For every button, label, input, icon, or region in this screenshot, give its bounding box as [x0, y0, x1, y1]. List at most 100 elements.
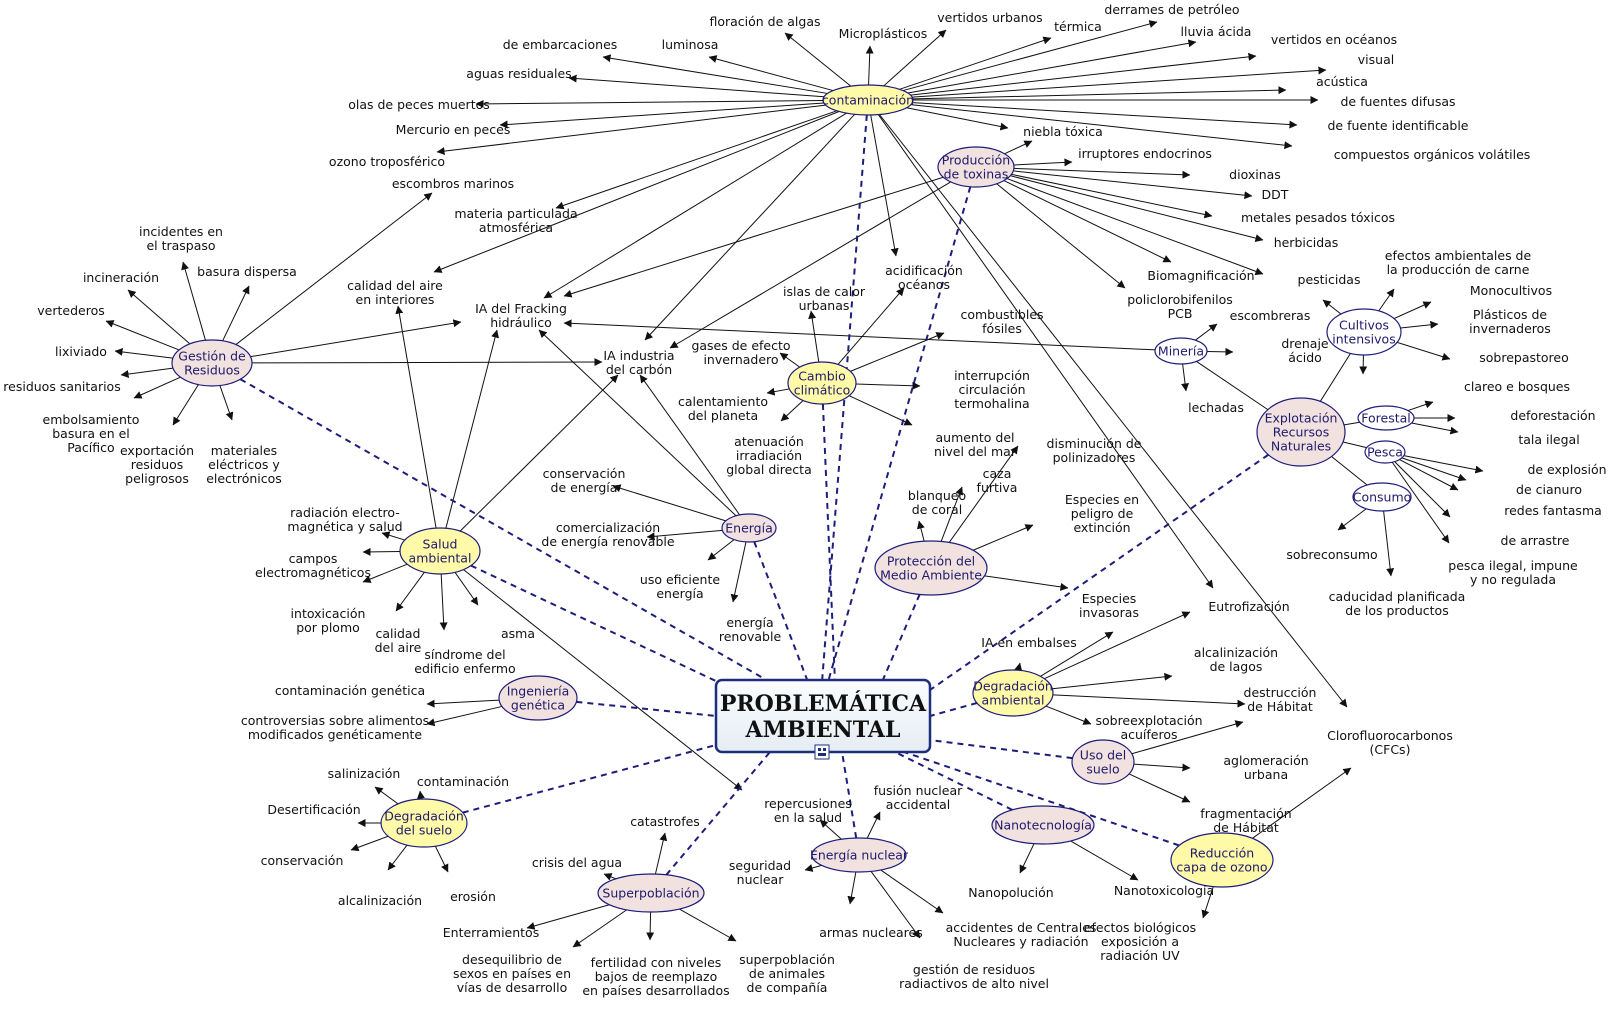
- label-salinizacion-line-1: salinización: [328, 766, 401, 781]
- node-nuclear[interactable]: Energía nuclear: [810, 837, 909, 873]
- node-cultivos-label-line-2: intensivos: [1332, 332, 1395, 347]
- label-niebla-line-1: niebla tóxica: [1023, 124, 1103, 139]
- label-incineracion-line-1: incineración: [83, 270, 159, 285]
- arrow-contaminacion-to-niebla: [906, 107, 1009, 131]
- arrow-nuclear-to-armas: [847, 871, 857, 905]
- label-plasticos_inv-line-1: Plásticos de: [1473, 307, 1547, 322]
- arrow-gestion-to-vertederos: [105, 320, 180, 351]
- arrow-contaminacion-to-eutrofizacion: [877, 114, 1214, 589]
- label-blanqueo-line-1: blanqueo: [908, 488, 966, 503]
- node-mineria[interactable]: Minería: [1154, 337, 1208, 365]
- arrow-salud-to-intoxicacion: [362, 563, 408, 583]
- label-cont_genetica-line-1: contaminación genética: [275, 683, 425, 698]
- label-materia-line-1: materia particulada: [454, 206, 577, 221]
- arrow-proteccion-to-invasoras: [984, 575, 1069, 591]
- label-atenuacion-line-1: atenuación: [734, 434, 804, 449]
- node-forestal[interactable]: Forestal: [1357, 405, 1415, 431]
- arrow-superpob-to-fertilidad: [646, 911, 655, 941]
- label-sobreconsumo-line-1: sobreconsumo: [1286, 547, 1377, 562]
- label-caza-line-2: furtiva: [977, 480, 1018, 495]
- root-node[interactable]: PROBLEMÁTICA AMBIENTAL: [714, 678, 932, 760]
- arrow-cultivos-to-carne: [1378, 288, 1395, 312]
- node-usosuelo-shape: [1071, 739, 1135, 785]
- arrow-contaminacion-to-acidificacion: [870, 114, 899, 257]
- label-sobrepastoreo: sobrepastoreo: [1479, 350, 1569, 365]
- map-icon[interactable]: [814, 744, 830, 760]
- node-contaminacion[interactable]: contaminación: [822, 84, 914, 116]
- arrow-contaminacion-to-fracking: [543, 112, 847, 299]
- label-repercusiones-line-1: repercusiones: [764, 796, 852, 811]
- label-basura: basura dispersa: [197, 264, 297, 279]
- arrow-contaminacion-to-aguas_residuales: [568, 74, 825, 98]
- label-islas-line-1: islas de calor: [783, 284, 866, 299]
- label-uv-line-1: efectos biológicos: [1084, 920, 1196, 935]
- arrow-gestion-to-exportacion: [172, 384, 199, 426]
- arrow-gestion-to-res_sanitarios: [120, 367, 174, 378]
- label-polinizadores-line-1: disminución de: [1047, 436, 1142, 451]
- label-tala: tala ilegal: [1518, 432, 1579, 447]
- node-consumo[interactable]: Consumo: [1352, 482, 1412, 512]
- label-lechadas: lechadas: [1188, 400, 1244, 415]
- label-difusas: de fuentes difusas: [1340, 94, 1455, 109]
- arrow-superpob-to-crisis_agua: [603, 873, 617, 881]
- arrow-degamb-to-sobreexplotacion: [1045, 705, 1092, 725]
- label-destruccion-line-2: de Hábitat: [1247, 699, 1313, 714]
- label-carbon-line-2: del carbón: [606, 362, 672, 377]
- node-gestion-label-line-2: Residuos: [184, 363, 240, 378]
- label-calidad_aire-line-2: del aire: [375, 640, 422, 655]
- node-pesca-label-line-1: Pesca: [1367, 445, 1403, 460]
- node-superpob[interactable]: Superpoblación: [597, 873, 705, 913]
- label-sobreexplotacion-line-1: sobreexplotación: [1095, 713, 1202, 728]
- label-lechadas-line-1: lechadas: [1188, 400, 1244, 415]
- label-materia-line-2: atmosférica: [479, 220, 553, 235]
- arrow-salud-to-fracking: [445, 329, 499, 529]
- node-nanotec[interactable]: Nanotecnología: [991, 805, 1095, 845]
- arrow-superpob-to-desequilibrio: [572, 909, 627, 948]
- node-gestion-shape: [171, 339, 253, 387]
- label-microplasticos-line-1: Microplásticos: [839, 26, 928, 41]
- root-title-line-2: AMBIENTAL: [745, 717, 901, 743]
- label-embolsamiento-line-1: embolsamiento: [43, 412, 140, 427]
- label-sindrome-line-1: síndrome del: [424, 647, 505, 662]
- node-ozono-label-line-2: capa de ozono: [1176, 860, 1267, 875]
- node-ingenieria-shape: [498, 675, 578, 721]
- arrow-nanotec-to-nanopolucion: [1019, 843, 1035, 874]
- arrow-contaminacion-to-identificable: [912, 102, 1298, 129]
- label-enterramientos: Enterramientos: [443, 925, 539, 940]
- arrow-mineria-to-fracking: [563, 319, 1156, 351]
- arrow-cambio-to-islas: [808, 310, 820, 363]
- label-explosion: de explosión: [1527, 462, 1606, 477]
- label-repercusiones-line-2: en la salud: [774, 810, 842, 825]
- root-title-line-1: PROBLEMÁTICA: [720, 690, 927, 717]
- node-cambio-label-line-1: Cambio: [798, 369, 846, 384]
- node-pesca[interactable]: Pesca: [1364, 440, 1406, 464]
- label-asma-line-1: asma: [501, 626, 535, 641]
- node-cultivos-label-line-1: Cultivos: [1339, 318, 1389, 333]
- label-alcalinizacion_suelo: alcalinización: [338, 893, 422, 908]
- node-energia[interactable]: Energía: [721, 513, 777, 543]
- label-radiacion_em-line-2: magnética y salud: [287, 519, 402, 534]
- node-explotacion-shape: [1256, 397, 1346, 467]
- node-energia-label-line-1: Energía: [725, 521, 773, 536]
- arrow-contaminacion-to-mercurio: [499, 102, 824, 129]
